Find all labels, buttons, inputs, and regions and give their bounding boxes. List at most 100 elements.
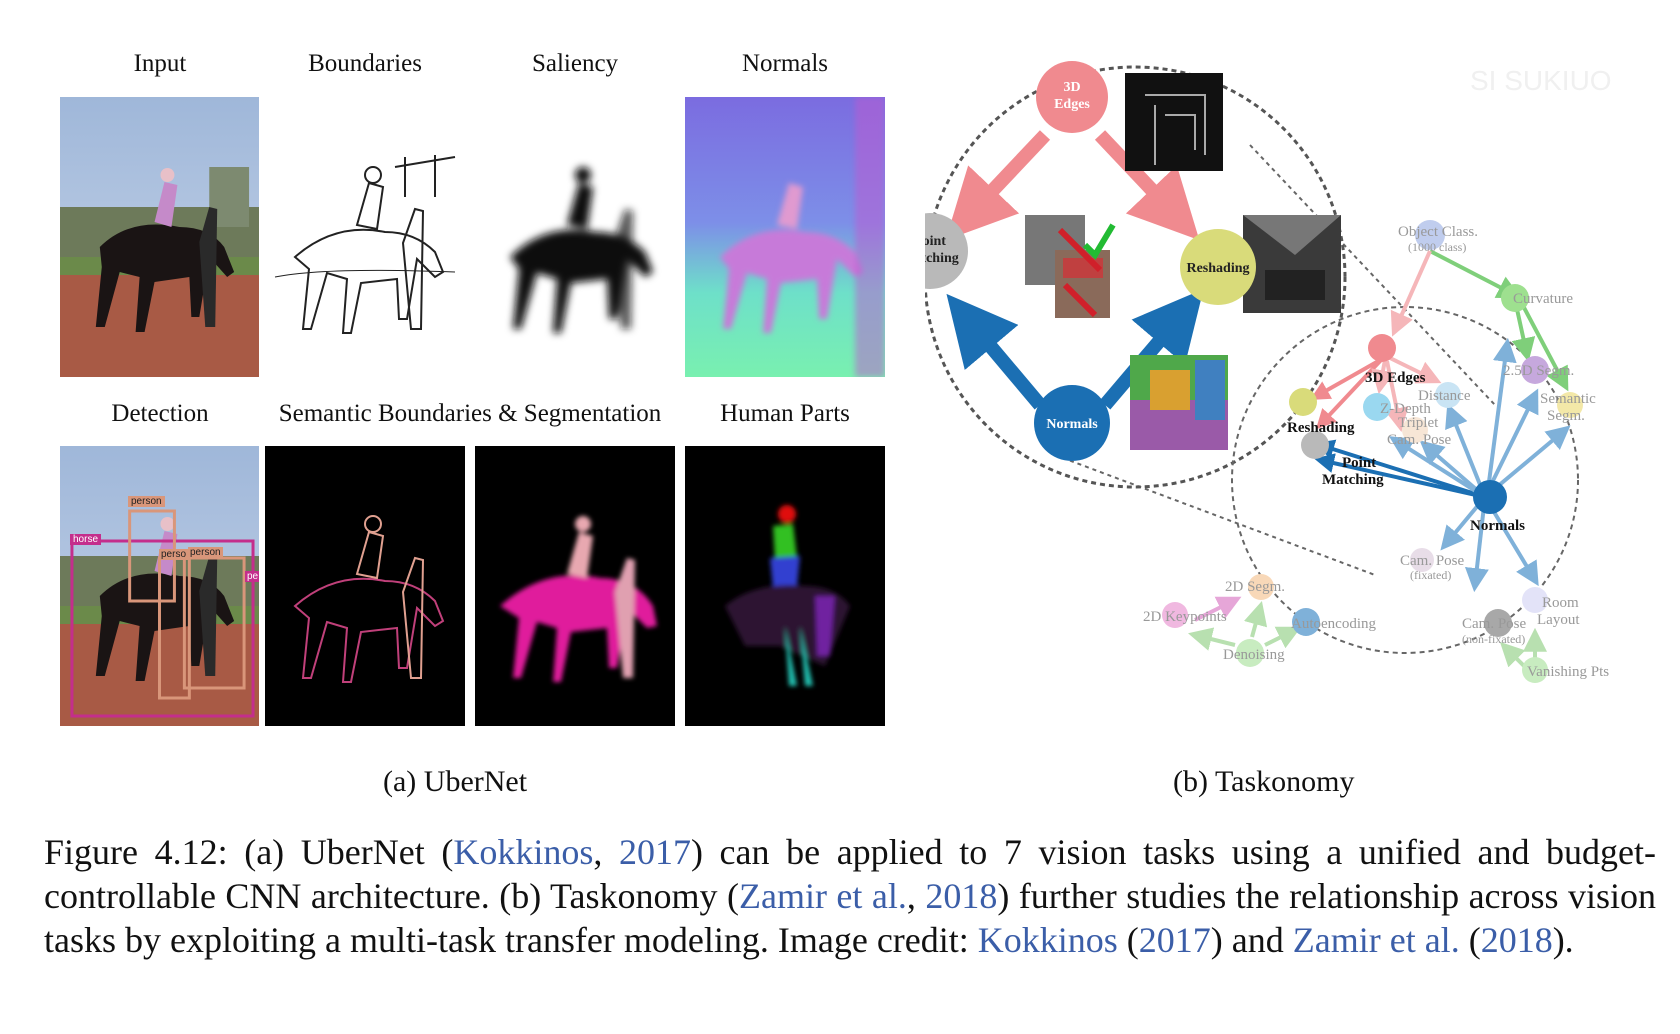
node-3d-edges-large <box>1036 61 1108 133</box>
caption-text: ) further studies the relationship acros… <box>44 876 1657 960</box>
label-human-parts: Human Parts <box>720 400 850 427</box>
segmentation-image <box>475 446 675 726</box>
ref-2017-link[interactable]: 2017 <box>618 832 691 872</box>
label-cam-pose-nonfixated: Cam. Pose <box>1462 616 1527 632</box>
ref-zamir-link[interactable]: Zamir et al. <box>1292 920 1460 960</box>
label-boundaries: Boundaries <box>308 50 422 77</box>
node-2-5d-segm <box>1521 356 1549 384</box>
node-point-matching <box>1301 431 1329 459</box>
label-cam-pose-fixated: Cam. Pose <box>1400 553 1465 569</box>
detection-box-label: horse <box>70 534 102 545</box>
zoom-line <box>1054 454 1376 576</box>
detection-box-label: perso <box>159 549 189 560</box>
node-cam-pose-nonfixated <box>1484 609 1512 637</box>
label-input: Input <box>133 50 187 77</box>
ref-2018-link[interactable]: 2018 <box>1480 920 1553 960</box>
ref-2018-link[interactable]: 2018 <box>925 876 998 916</box>
node-reshading-large <box>1180 229 1256 305</box>
caption-text: ) and <box>1210 920 1293 960</box>
ref-kokkinos-link[interactable]: Kokkinos <box>453 832 594 872</box>
caption-text: ) can be applied to 7 vision tasks using… <box>44 832 1657 916</box>
subcaption-b: (b) Taskonomy <box>1173 765 1355 798</box>
label-curvature: Curvature <box>1513 291 1573 307</box>
zoom-line <box>1249 144 1496 406</box>
boundaries-image <box>265 97 465 377</box>
ref-kokkinos-link[interactable]: Kokkinos <box>977 920 1118 960</box>
zoom-circle <box>925 65 1347 489</box>
caption-text: (a) UberNet ( <box>244 832 454 872</box>
label-3d-edges: 3D Edges <box>1365 370 1426 386</box>
thumb-reshading <box>1243 215 1341 313</box>
node-z-depth <box>1363 393 1391 421</box>
human-parts-image <box>685 446 885 726</box>
node-2d-keypoints <box>1162 602 1188 628</box>
node-semantic-segm <box>1557 392 1583 418</box>
label-distance: Distance <box>1418 388 1471 404</box>
node-vanishing-pts <box>1522 657 1548 683</box>
label-object-class: Object Class. <box>1398 224 1478 240</box>
label-detection: Detection <box>111 400 209 427</box>
caption-text: ( <box>1459 920 1481 960</box>
node-reshading <box>1289 388 1317 416</box>
node-2d-segm <box>1248 574 1274 600</box>
label-object-class-sub: (1000 class) <box>1408 240 1466 254</box>
normals-image <box>685 97 885 377</box>
caption-text: ). <box>1552 920 1574 960</box>
label-normals: Normals <box>741 50 829 77</box>
node-autoencoding <box>1292 608 1320 636</box>
node-curvature <box>1501 284 1529 312</box>
node-denoising <box>1236 639 1264 667</box>
label-reshading: Reshading <box>1287 420 1355 436</box>
node-normals-large-label: Normals <box>1046 417 1098 432</box>
node-distance <box>1435 382 1461 408</box>
detection-box-label: person <box>188 547 223 558</box>
node-normals-large <box>1034 385 1110 461</box>
label-cam-pose-nonfixated-sub: (non-fixated) <box>1462 632 1525 646</box>
semantic-boundaries-image <box>265 446 465 726</box>
ref-zamir-link[interactable]: Zamir et al. <box>738 876 907 916</box>
node-room-layout <box>1522 587 1548 613</box>
detection-box-label: pe <box>245 571 259 582</box>
label-2-5d-segm: 2.5D Segm. <box>1503 363 1574 379</box>
detection-box-label: person <box>128 496 165 507</box>
node-normals <box>1473 480 1507 514</box>
saliency-image <box>475 97 675 377</box>
node-triplet-cam-pose <box>1402 417 1428 443</box>
node-reshading-large-label: Reshading <box>1186 261 1249 276</box>
detection-image: person horse perso person pe <box>60 446 259 726</box>
caption-label: Figure 4.12: <box>44 832 228 872</box>
label-autoencoding: Autoencoding <box>1291 616 1376 632</box>
caption-text: , <box>593 832 619 872</box>
node-point-matching-large <box>925 213 968 289</box>
label-vanishing-pts: Vanishing Pts <box>1527 664 1609 680</box>
figure-caption: Figure 4.12: (a) UberNet (Kokkinos, 2017… <box>44 830 1656 962</box>
label-2d-keypoints: 2D Keypoints <box>1143 609 1227 625</box>
node-3d-edges <box>1368 334 1396 362</box>
thumb-point-matching <box>1025 215 1116 318</box>
watermark-text: SI SUKIUO <box>1470 65 1612 96</box>
label-saliency: Saliency <box>531 50 619 77</box>
node-cam-pose-fixated <box>1410 548 1434 572</box>
thumb-normals <box>1130 355 1228 450</box>
input-image <box>60 97 259 377</box>
caption-text: ( <box>1117 920 1139 960</box>
label-denoising: Denoising <box>1223 647 1285 663</box>
thumb-3d-edges <box>1125 73 1223 171</box>
label-cam-pose-fixated-sub: (fixated) <box>1410 568 1451 582</box>
label-z-depth: Z-Depth <box>1380 401 1431 417</box>
node-object-class <box>1415 220 1445 250</box>
arrow-edges-to-pointmatching <box>945 130 1051 241</box>
ref-2017-link[interactable]: 2017 <box>1138 920 1211 960</box>
label-normals: Normals <box>1470 518 1525 534</box>
subcaption-a: (a) UberNet <box>383 765 528 798</box>
arrow-normals-to-pointmatching <box>946 293 1046 410</box>
arrow-edges-to-reshading <box>1094 130 1200 241</box>
label-semantic-boundaries-segmentation: Semantic Boundaries & Segmentation <box>278 400 662 427</box>
